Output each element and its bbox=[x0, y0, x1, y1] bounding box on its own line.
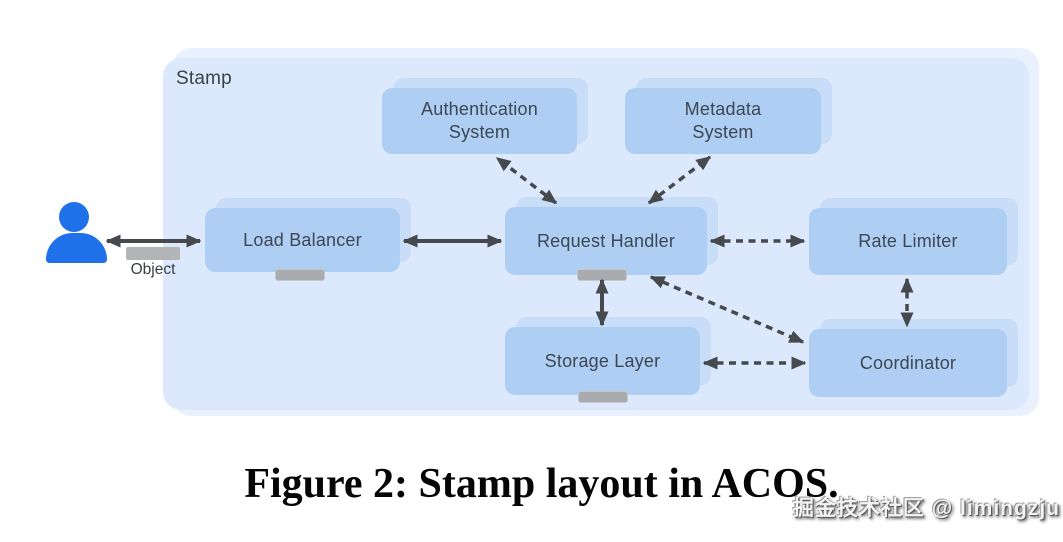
node-request-handler: Request Handler bbox=[505, 197, 718, 275]
node-coordinator: Coordinator bbox=[809, 319, 1018, 397]
node-rate-limiter: Rate Limiter bbox=[809, 198, 1018, 275]
node-box: Request Handler bbox=[505, 207, 707, 275]
node-box: Coordinator bbox=[809, 329, 1007, 397]
node-label: Authentication System bbox=[421, 99, 538, 142]
object-block bbox=[126, 247, 180, 260]
person-icon-body bbox=[46, 233, 107, 263]
node-box: Storage Layer bbox=[505, 327, 700, 395]
node-label: Load Balancer bbox=[243, 229, 362, 250]
stamp-container-label: Stamp bbox=[176, 68, 232, 89]
node-metadata-system: Metadata System bbox=[625, 78, 832, 154]
node-box: Authentication System bbox=[382, 88, 577, 154]
node-box: Rate Limiter bbox=[809, 208, 1007, 275]
node-label: Storage Layer bbox=[544, 350, 661, 371]
node-storage-layer: Storage Layer bbox=[505, 317, 711, 395]
connector-tab-storage-layer bbox=[578, 391, 628, 403]
node-label: Metadata System bbox=[684, 99, 762, 142]
node-box: Metadata System bbox=[625, 88, 821, 154]
node-box: Load Balancer bbox=[205, 208, 400, 272]
connector-tab-load-balancer bbox=[275, 269, 325, 281]
connector-tab-request-handler bbox=[577, 269, 627, 281]
node-load-balancer: Load Balancer bbox=[205, 198, 411, 272]
figure-caption: Figure 2: Stamp layout in ACOS. bbox=[244, 461, 839, 507]
node-label: Request Handler bbox=[536, 230, 676, 251]
object-label: Object bbox=[130, 261, 176, 278]
node-label: Rate Limiter bbox=[858, 231, 958, 251]
node-authentication-system: Authentication System bbox=[382, 78, 588, 154]
node-label: Coordinator bbox=[859, 352, 957, 373]
person-icon bbox=[59, 202, 89, 232]
watermark-text: 掘金技术社区 @ limingzju bbox=[792, 497, 1060, 520]
